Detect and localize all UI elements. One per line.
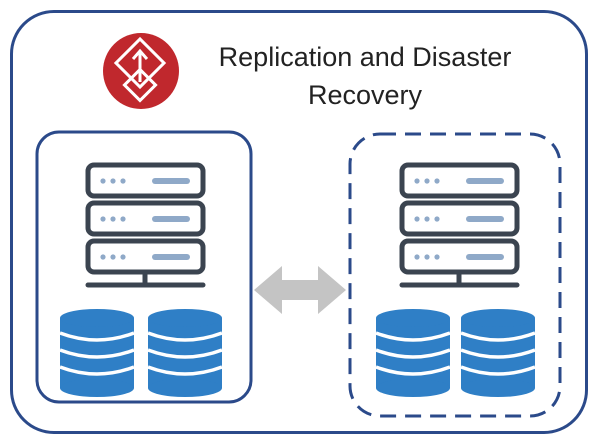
primary-server-rack-icon xyxy=(85,162,206,288)
replica-site-box xyxy=(348,132,562,418)
outer-frame xyxy=(10,10,588,434)
replication-logo-icon xyxy=(103,33,179,109)
bidirectional-arrow-icon xyxy=(254,266,346,314)
diagram-title: Replication and Disaster Recovery xyxy=(200,38,530,114)
title-line-1: Replication and Disaster xyxy=(218,42,512,72)
replica-database-icon xyxy=(375,309,536,397)
primary-database-icon xyxy=(59,309,223,397)
replica-server-rack-icon xyxy=(399,162,520,288)
primary-site-box xyxy=(35,130,253,404)
title-line-2: Recovery xyxy=(307,80,423,110)
